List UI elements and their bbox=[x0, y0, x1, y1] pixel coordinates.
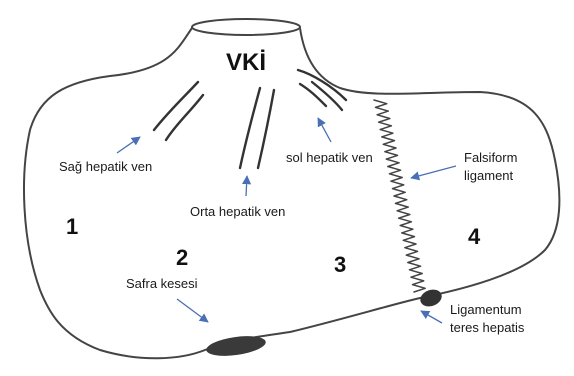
arrow-lig-teres bbox=[421, 311, 442, 323]
middle-hepatic-vein-stroke-2 bbox=[258, 90, 274, 168]
arrow-safra-kesesi bbox=[177, 299, 208, 322]
vki-opening bbox=[192, 19, 300, 35]
arrow-orta-hepatik-ven bbox=[246, 176, 247, 196]
label-falsiform-line2: ligament bbox=[464, 168, 514, 183]
falciform-ligament bbox=[374, 100, 425, 292]
segment-number-3: 3 bbox=[334, 252, 346, 277]
segment-number-2: 2 bbox=[176, 245, 188, 270]
right-hepatic-vein-stroke-1 bbox=[154, 82, 198, 130]
label-safra-kesesi: Safra kesesi bbox=[126, 276, 198, 291]
label-orta-hepatik-ven: Orta hepatik ven bbox=[190, 204, 285, 219]
vki-label: VKİ bbox=[226, 49, 266, 76]
segment-number-1: 1 bbox=[66, 214, 78, 239]
label-sag-hepatik-ven: Sağ hepatik ven bbox=[59, 159, 152, 174]
right-hepatic-vein-stroke-2 bbox=[166, 95, 203, 140]
label-sol-hepatik-ven: sol hepatik ven bbox=[286, 150, 373, 165]
label-lig-teres-line2: teres hepatis bbox=[450, 320, 525, 335]
middle-hepatic-vein-stroke-1 bbox=[240, 88, 260, 168]
label-lig-teres-line1: Ligamentum bbox=[450, 302, 522, 317]
arrow-sag-hepatik-ven bbox=[117, 137, 140, 153]
arrow-falsiform bbox=[411, 166, 456, 178]
label-falsiform-line1: Falsiform bbox=[464, 150, 517, 165]
segment-number-4: 4 bbox=[468, 224, 481, 249]
left-hepatic-vein-stroke-1 bbox=[298, 70, 346, 100]
left-hepatic-vein-stroke-2 bbox=[300, 84, 326, 106]
arrow-sol-hepatik-ven bbox=[318, 118, 331, 142]
